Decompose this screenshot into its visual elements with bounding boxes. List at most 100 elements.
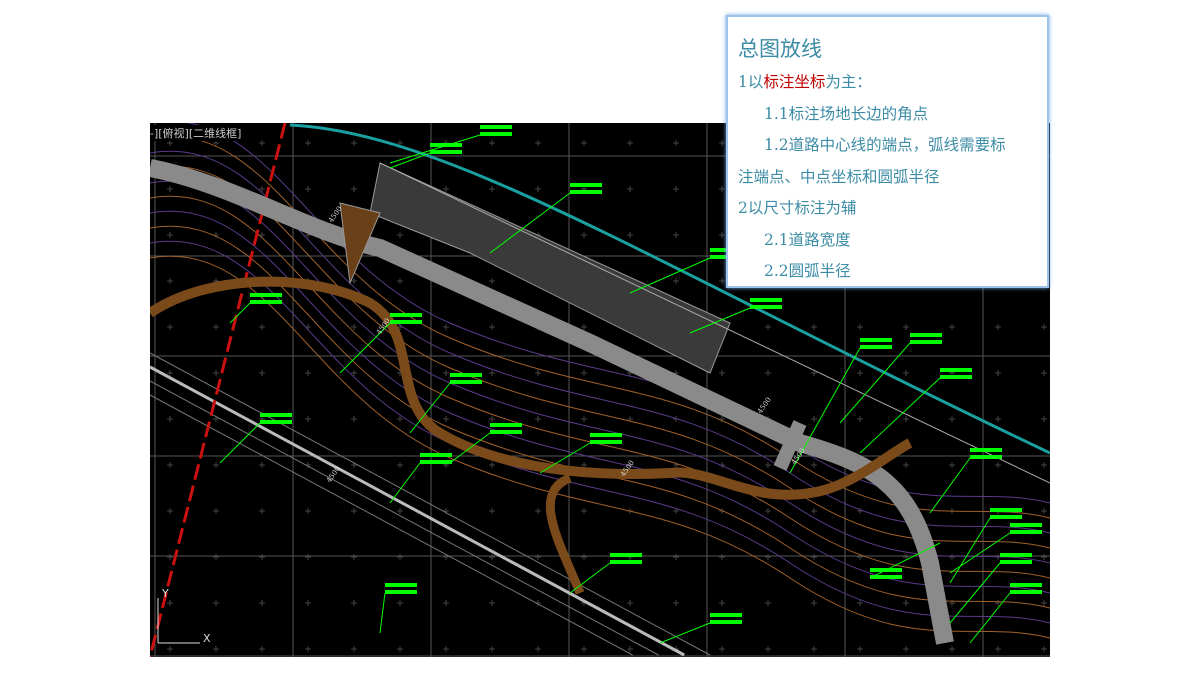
coordinate-label-x	[420, 453, 452, 457]
leader-line	[949, 532, 1011, 574]
coordinate-label-y	[480, 132, 512, 136]
coordinate-label-y	[990, 515, 1022, 519]
coordinate-label-y	[420, 460, 452, 464]
coordinate-label-x	[1010, 523, 1042, 527]
coordinate-label-y	[390, 320, 422, 324]
grid-crosses	[167, 140, 1047, 652]
coordinate-label-y	[260, 420, 292, 424]
contour-line	[150, 123, 1050, 504]
leader-line	[969, 592, 1011, 644]
dimension-label: 4500	[756, 396, 773, 415]
coordinate-label-x	[390, 313, 422, 317]
river-edge	[289, 123, 1050, 455]
note-text: 为主：	[825, 73, 872, 91]
leader-line	[409, 382, 451, 434]
coordinate-label-x	[250, 293, 282, 297]
leader-line	[389, 152, 431, 169]
note-item-1-2-cont: 注端点、中点坐标和圆弧半径	[738, 167, 940, 186]
coordinate-label-x	[260, 413, 292, 417]
coordinate-label-y	[750, 305, 782, 309]
coordinate-label-x	[860, 338, 892, 342]
note-highlight: 标注坐标	[763, 73, 826, 91]
coordinate-label-x	[910, 333, 942, 337]
coordinate-label-y	[450, 380, 482, 384]
contour-line	[150, 240, 1050, 624]
leader-line	[389, 462, 421, 504]
coordinate-label-y	[940, 375, 972, 379]
coordinate-label-y	[970, 455, 1002, 459]
coordinate-label-x	[480, 125, 512, 129]
coordinate-label-y	[570, 190, 602, 194]
coordinate-label-y	[250, 300, 282, 304]
coordinate-label-x	[710, 613, 742, 617]
coordinate-label-y	[610, 560, 642, 564]
coordinate-label-x	[490, 423, 522, 427]
note-item-1-1: 1.1标注场地长边的角点	[764, 104, 929, 123]
leader-line	[569, 562, 611, 594]
road-branch	[773, 420, 807, 471]
dimension-label: 4500	[325, 465, 342, 484]
garden-path	[150, 276, 913, 500]
notes-textbox: 总图放线 1以标注坐标为主： 1.1标注场地长边的角点 1.2道路中心线的端点，…	[726, 15, 1049, 288]
ucs-y-label: Y	[161, 587, 169, 600]
leader-line	[949, 517, 991, 584]
leader-line	[339, 322, 391, 374]
coordinate-label-y	[490, 430, 522, 434]
coordinate-label-x	[870, 568, 902, 572]
rail-line	[150, 380, 659, 656]
contour-line	[150, 135, 1050, 519]
coordinate-label-x	[940, 368, 972, 372]
coordinate-label-x	[750, 298, 782, 302]
rail-line	[150, 394, 633, 656]
coordinate-label-x	[1000, 553, 1032, 557]
notes-title: 总图放线	[738, 37, 822, 61]
note-item-2: 2以尺寸标注为辅	[738, 199, 857, 217]
leader-line	[489, 192, 571, 254]
contour-line	[150, 255, 1050, 639]
coordinate-label-x	[385, 583, 417, 587]
leader-line	[869, 542, 941, 579]
coordinate-label-x	[570, 183, 602, 187]
stair-area	[339, 202, 381, 285]
contour-line	[150, 210, 1050, 594]
leader-line	[839, 342, 911, 424]
leader-line	[789, 347, 861, 474]
coordinate-label-y	[385, 590, 417, 594]
coordinate-label-y	[1010, 530, 1042, 534]
rail-line	[150, 352, 711, 656]
leader-line	[539, 442, 591, 474]
leader-line	[379, 592, 386, 634]
building-plaza	[369, 162, 731, 374]
coordinate-label-y	[1000, 560, 1032, 564]
coordinate-label-y	[860, 345, 892, 349]
coordinate-label-x	[430, 143, 462, 147]
ucs-x-label: X	[203, 632, 211, 645]
viewport-label[interactable]: -][俯视][二维线框]	[150, 125, 242, 141]
note-item-2-2: 2.2圆弧半径	[764, 262, 851, 280]
coordinate-label-x	[990, 508, 1022, 512]
coordinate-label-y	[870, 575, 902, 579]
rail-line	[150, 365, 685, 657]
coordinate-label-y	[430, 150, 462, 154]
leader-line	[929, 457, 971, 514]
note-item-1: 1以标注坐标为主：	[738, 67, 1047, 99]
coordinate-label-x	[450, 373, 482, 377]
note-item-2-1: 2.1道路宽度	[764, 230, 851, 249]
coordinate-label-y	[710, 620, 742, 624]
leader-line	[389, 134, 481, 164]
leader-line	[949, 562, 1001, 624]
leader-line	[689, 307, 751, 334]
note-text: 1以	[738, 73, 764, 91]
coordinate-label-y	[590, 440, 622, 444]
leader-line	[219, 422, 261, 464]
leader-line	[629, 257, 711, 294]
note-item-1-2: 1.2道路中心线的端点，弧线需要标	[764, 136, 1006, 154]
leader-line	[859, 377, 941, 454]
leader-line	[449, 432, 491, 464]
leader-line	[229, 302, 251, 324]
coordinate-label-x	[1010, 583, 1042, 587]
coordinate-label-y	[1010, 590, 1042, 594]
leader-line	[659, 622, 711, 644]
garden-path	[545, 473, 585, 595]
